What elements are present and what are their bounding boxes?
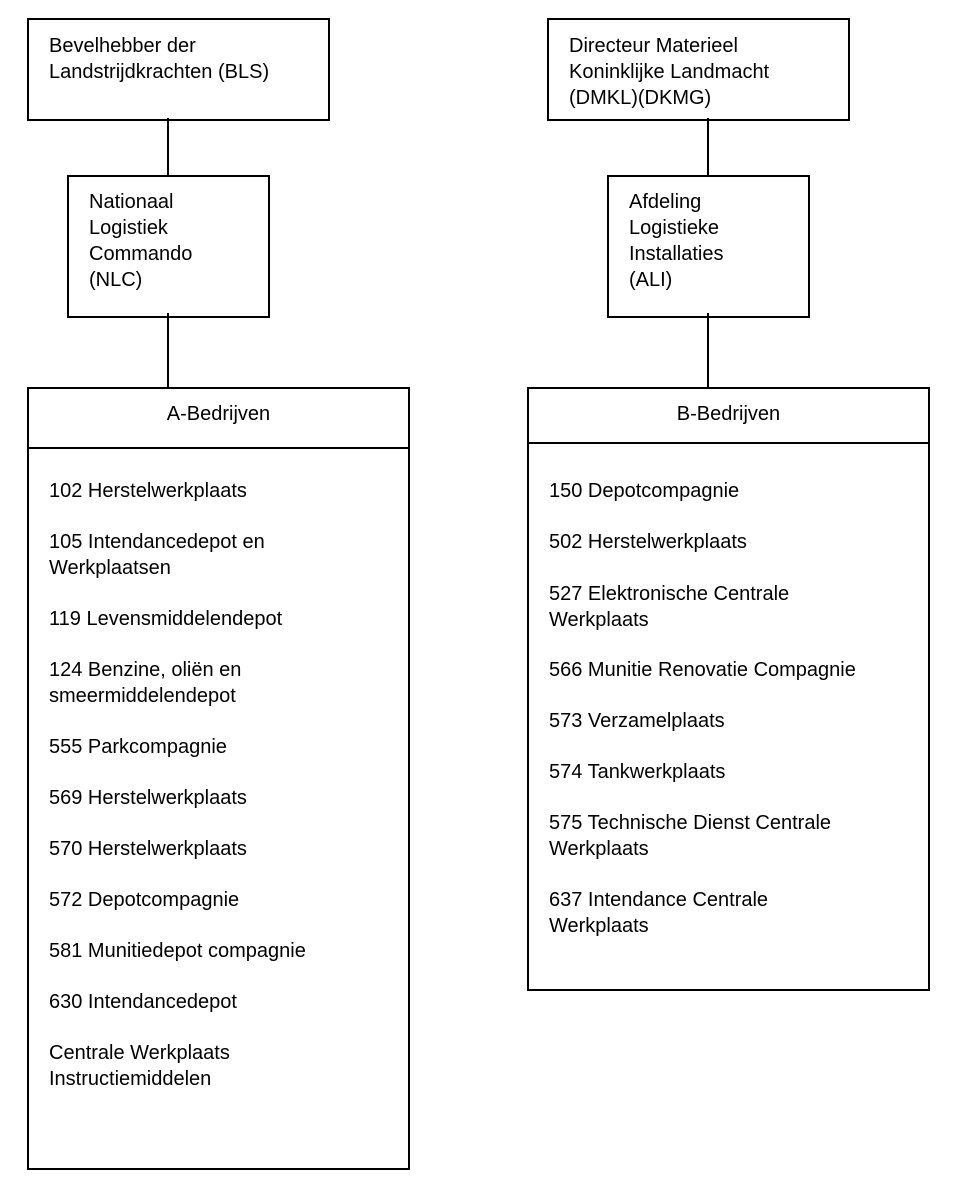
ali-box: Afdeling Logistieke Installaties (ALI) xyxy=(607,175,810,318)
list-item: 630 Intendancedepot xyxy=(49,991,237,1013)
list-item: 119 Levensmiddelendepot xyxy=(49,608,283,630)
nlc-box-label: Nationaal Logistiek Commando (NLC) xyxy=(89,191,193,291)
b-bedrijven-box: B-Bedrijven 150 Depotcompagnie 502 Herst… xyxy=(527,387,930,991)
list-item: 573 Verzamelplaats xyxy=(549,710,725,732)
list-item: 105 Intendancedepot en Werkplaatsen xyxy=(49,531,265,579)
list-item: Centrale Werkplaats Instructiemiddelen xyxy=(49,1042,230,1090)
list-item: 569 Herstelwerkplaats xyxy=(49,787,247,809)
list-item: 102 Herstelwerkplaats xyxy=(49,480,247,502)
b-bedrijven-header: B-Bedrijven xyxy=(529,389,928,444)
b-bedrijven-title: B-Bedrijven xyxy=(676,403,781,425)
list-item: 555 Parkcompagnie xyxy=(49,736,227,758)
list-item: 637 Intendance Centrale Werkplaats xyxy=(549,889,769,937)
list-item: 581 Munitiedepot compagnie xyxy=(49,940,306,962)
nlc-box: Nationaal Logistiek Commando (NLC) xyxy=(67,175,270,318)
ali-box-label: Afdeling Logistieke Installaties (ALI) xyxy=(629,191,724,291)
connector-dmkl-ali xyxy=(707,118,709,178)
list-item: 575 Technische Dienst Centrale Werkplaat… xyxy=(549,812,832,860)
list-item: 574 Tankwerkplaats xyxy=(549,761,726,783)
list-item: 570 Herstelwerkplaats xyxy=(49,838,247,860)
bls-box: Bevelhebber der Landstrijdkrachten (BLS) xyxy=(27,18,330,121)
list-item: 572 Depotcompagnie xyxy=(49,889,240,911)
a-bedrijven-title: A-Bedrijven xyxy=(166,403,271,425)
bls-box-label: Bevelhebber der Landstrijdkrachten (BLS) xyxy=(49,35,270,83)
connector-nlc-a xyxy=(167,313,169,390)
connector-bls-nlc xyxy=(167,118,169,178)
dmkl-box-label: Directeur Materieel Koninklijke Landmach… xyxy=(569,35,770,109)
list-item: 150 Depotcompagnie xyxy=(549,480,740,502)
a-bedrijven-header: A-Bedrijven xyxy=(29,389,408,449)
list-item: 527 Elektronische Centrale Werkplaats xyxy=(549,583,790,631)
a-bedrijven-box: A-Bedrijven 102 Herstelwerkplaats 105 In… xyxy=(27,387,410,1170)
list-item: 124 Benzine, oliën en smeermiddelendepot xyxy=(49,659,242,707)
list-item: 566 Munitie Renovatie Compagnie xyxy=(549,659,856,681)
connector-ali-b xyxy=(707,313,709,390)
dmkl-box: Directeur Materieel Koninklijke Landmach… xyxy=(547,18,850,121)
list-item: 502 Herstelwerkplaats xyxy=(549,531,747,553)
